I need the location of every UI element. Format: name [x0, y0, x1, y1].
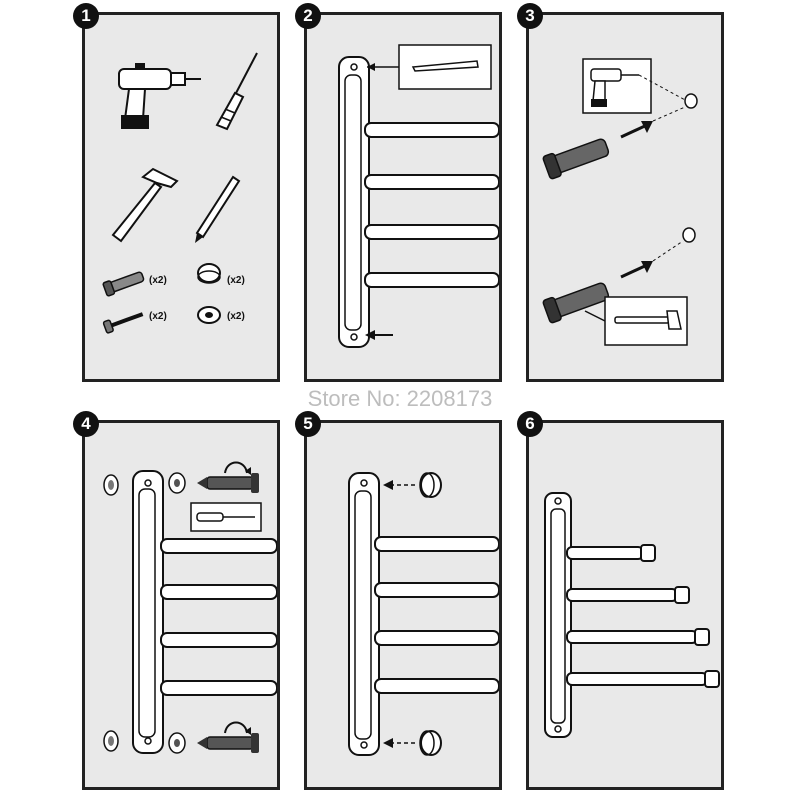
wall-anchor-icon: [542, 282, 610, 324]
step-panel-5: 5: [295, 411, 502, 790]
step-number-badge: 5: [295, 411, 321, 437]
screw-icon: [102, 312, 144, 334]
step-number-badge: 4: [73, 411, 99, 437]
screwdriver-icon: [215, 52, 258, 131]
step-panel-2: 2: [295, 3, 502, 382]
cap-icon: [419, 472, 442, 498]
arrow-icon: [383, 738, 415, 748]
drill-detail-icon: [582, 58, 688, 114]
washer-icon: [168, 732, 186, 754]
step-number-badge: 2: [295, 3, 321, 29]
drill-icon: [118, 63, 201, 129]
towel-rack-icon: [544, 492, 720, 738]
wall-anchor-icon: [102, 271, 145, 297]
arrow-icon: [383, 480, 415, 490]
hammer-detail-icon: [584, 296, 688, 346]
washer-quantity: (x2): [227, 311, 245, 322]
towel-rack-icon: [348, 472, 499, 756]
step-number-badge: 3: [517, 3, 543, 29]
wall-anchor-icon: [542, 138, 610, 180]
anchor-quantity: (x2): [149, 275, 167, 286]
pencil-icon: [195, 175, 241, 243]
screw-quantity: (x2): [149, 311, 167, 322]
arrow-icon: [620, 240, 684, 279]
screwdriver-detail-icon: [190, 502, 262, 532]
step-panel-4: 4: [73, 411, 280, 790]
cap-quantity: (x2): [227, 275, 245, 286]
step-number-badge: 1: [73, 3, 99, 29]
store-number-watermark: Store No: 2208173: [307, 386, 493, 411]
cap-icon: [419, 730, 442, 756]
washer-icon: [168, 472, 186, 494]
towel-rack-icon: [338, 56, 499, 348]
arrow-icon: [365, 330, 393, 340]
step-panel-3: 3: [517, 3, 724, 382]
pencil-detail-icon: [367, 44, 492, 90]
step-panel-1: 1: [73, 3, 280, 382]
screw-icon: [197, 461, 259, 493]
arrow-icon: [620, 106, 686, 139]
towel-rack-icon: [132, 470, 277, 754]
screw-icon: [197, 721, 259, 753]
hammer-icon: [111, 167, 179, 243]
step-panel-6: 6: [517, 411, 724, 790]
cap-icon: [197, 263, 221, 284]
step-number-badge: 6: [517, 411, 543, 437]
washer-icon: [197, 306, 221, 324]
